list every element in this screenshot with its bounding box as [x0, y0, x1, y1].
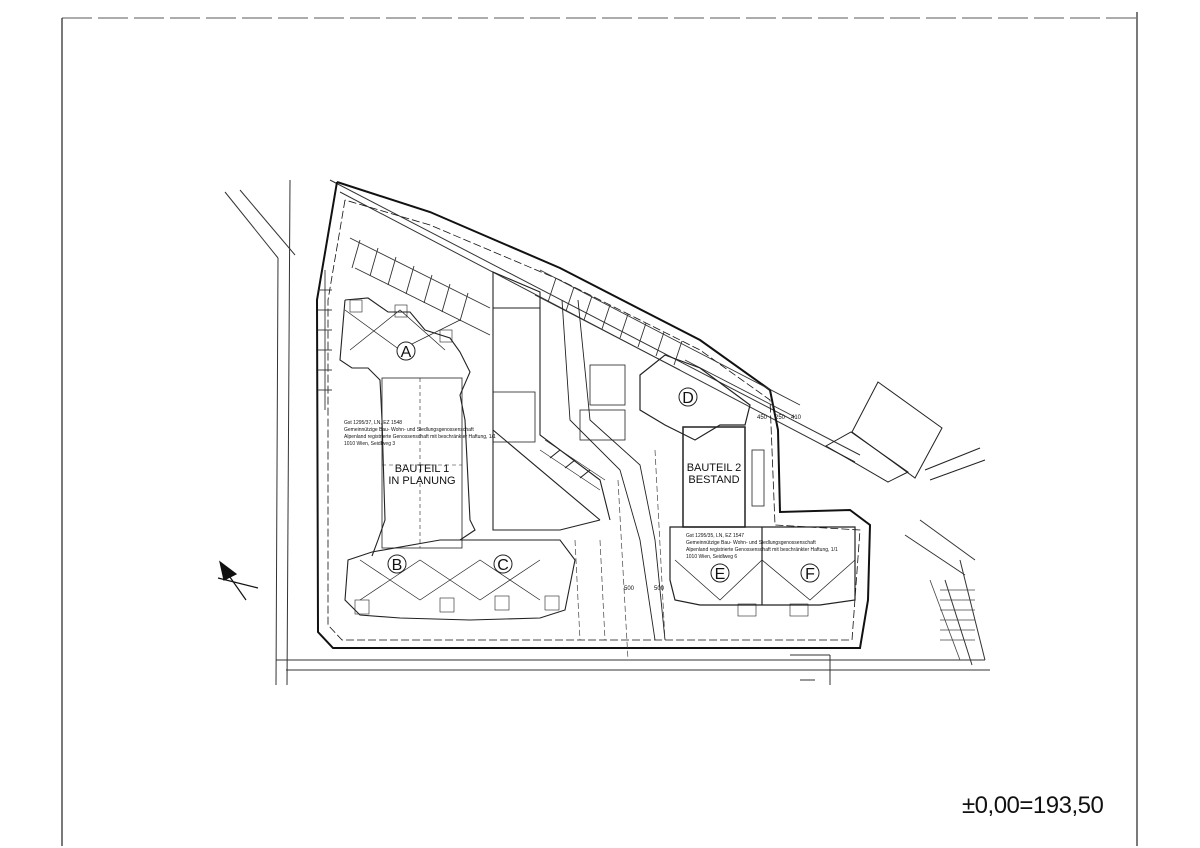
lot-guides [574, 449, 666, 661]
bauteil-1-title: BAUTEIL 1 [395, 463, 450, 475]
block-markers [387, 341, 820, 583]
context-lines [224, 179, 990, 686]
block-label-c: C [497, 557, 509, 574]
bauteil-2-buildings [579, 354, 856, 617]
elevation-note: ±0,00=193,50 [962, 792, 1104, 819]
dimension-5: 500 [654, 586, 665, 592]
dimension-4: 500 [624, 586, 635, 592]
bauteil-2-status: BESTAND [688, 474, 739, 486]
parcel-2-line-2: Gemeinnützige Bau- Wohn- und Siedlungsge… [686, 540, 816, 546]
parcel-1-line-4: 1010 Wien, Seidlweg 3 [344, 441, 395, 447]
bauteil-2-title: BAUTEIL 2 [687, 462, 742, 474]
parcel-2-line-1: Gst 1295/35, LN, EZ 1547 [686, 533, 744, 539]
parcel-1-line-1: Gst 1295/37, LN, EZ 1548 [344, 420, 402, 426]
parcel-2-line-4: 1010 Wien, Seidlweg 6 [686, 554, 737, 560]
parking-rows [318, 237, 801, 418]
north-arrow-icon [217, 560, 259, 601]
dimension-labels: 450 250 410 500 500 [624, 415, 802, 592]
dimension-2: 250 [775, 415, 786, 421]
parcel-note-1: Gst 1295/37, LN, EZ 1548 Gemeinnützige B… [344, 420, 496, 447]
parcel-note-2: Gst 1295/35, LN, EZ 1547 Gemeinnützige B… [686, 533, 838, 560]
block-label-e: E [715, 566, 726, 583]
block-label-a: A [401, 344, 412, 361]
central-wedge [492, 271, 666, 641]
sheet-frame [61, 12, 1138, 846]
dimension-3: 410 [791, 415, 802, 421]
dimension-1: 450 [757, 415, 768, 421]
block-label-f: F [805, 566, 815, 583]
neighbour-buildings [824, 381, 986, 483]
block-label-d: D [682, 390, 694, 407]
bauteil-1-status: IN PLANUNG [388, 475, 455, 487]
parcel-1-line-3: Alpenland registrierte Genossenschaft mi… [344, 434, 496, 440]
parcel-1-line-2: Gemeinnützige Bau- Wohn- und Siedlungsge… [344, 427, 474, 433]
right-hatching [929, 579, 975, 661]
property-boundary [315, 181, 872, 649]
parcel-2-line-3: Alpenland registrierte Genossenschaft mi… [686, 547, 838, 553]
block-label-b: B [392, 557, 403, 574]
